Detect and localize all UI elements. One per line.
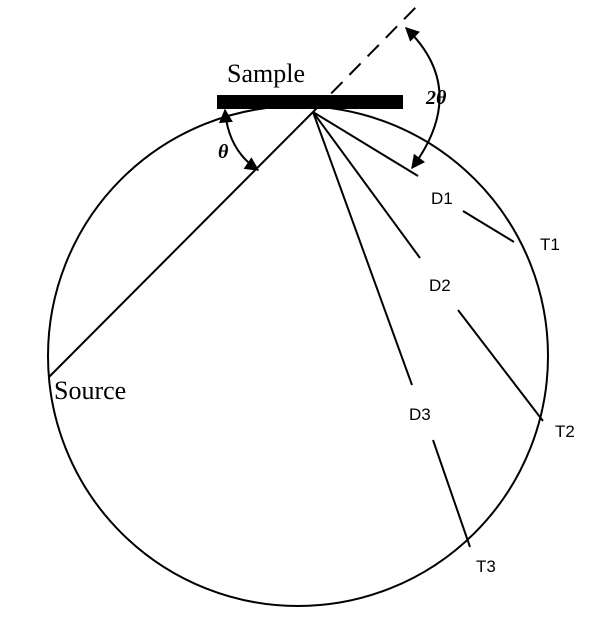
two-theta-arc xyxy=(404,27,441,170)
two-theta-label: 2θ xyxy=(425,87,447,109)
d3-label: D3 xyxy=(409,405,431,424)
diffracted-beam-2-tail xyxy=(457,309,544,422)
diffracted-beam-1-tail xyxy=(462,210,515,243)
d2-label: D2 xyxy=(429,276,451,295)
d1-label: D1 xyxy=(431,189,453,208)
theta-label: θ xyxy=(218,141,229,163)
source-label: Source xyxy=(54,376,126,405)
theta-arc xyxy=(218,108,260,171)
incident-beam xyxy=(48,111,314,378)
sample-bar xyxy=(217,95,403,109)
focusing-circle xyxy=(47,105,549,607)
t2-label: T2 xyxy=(555,422,575,441)
sample-label: Sample xyxy=(227,59,305,88)
t1-label: T1 xyxy=(540,235,560,254)
diffracted-beam-3 xyxy=(312,111,413,386)
diffracted-beam-2 xyxy=(312,111,421,259)
diffracted-beam-1 xyxy=(312,111,419,177)
t3-label: T3 xyxy=(476,557,496,576)
diffracted-beam-3-tail xyxy=(432,439,471,548)
